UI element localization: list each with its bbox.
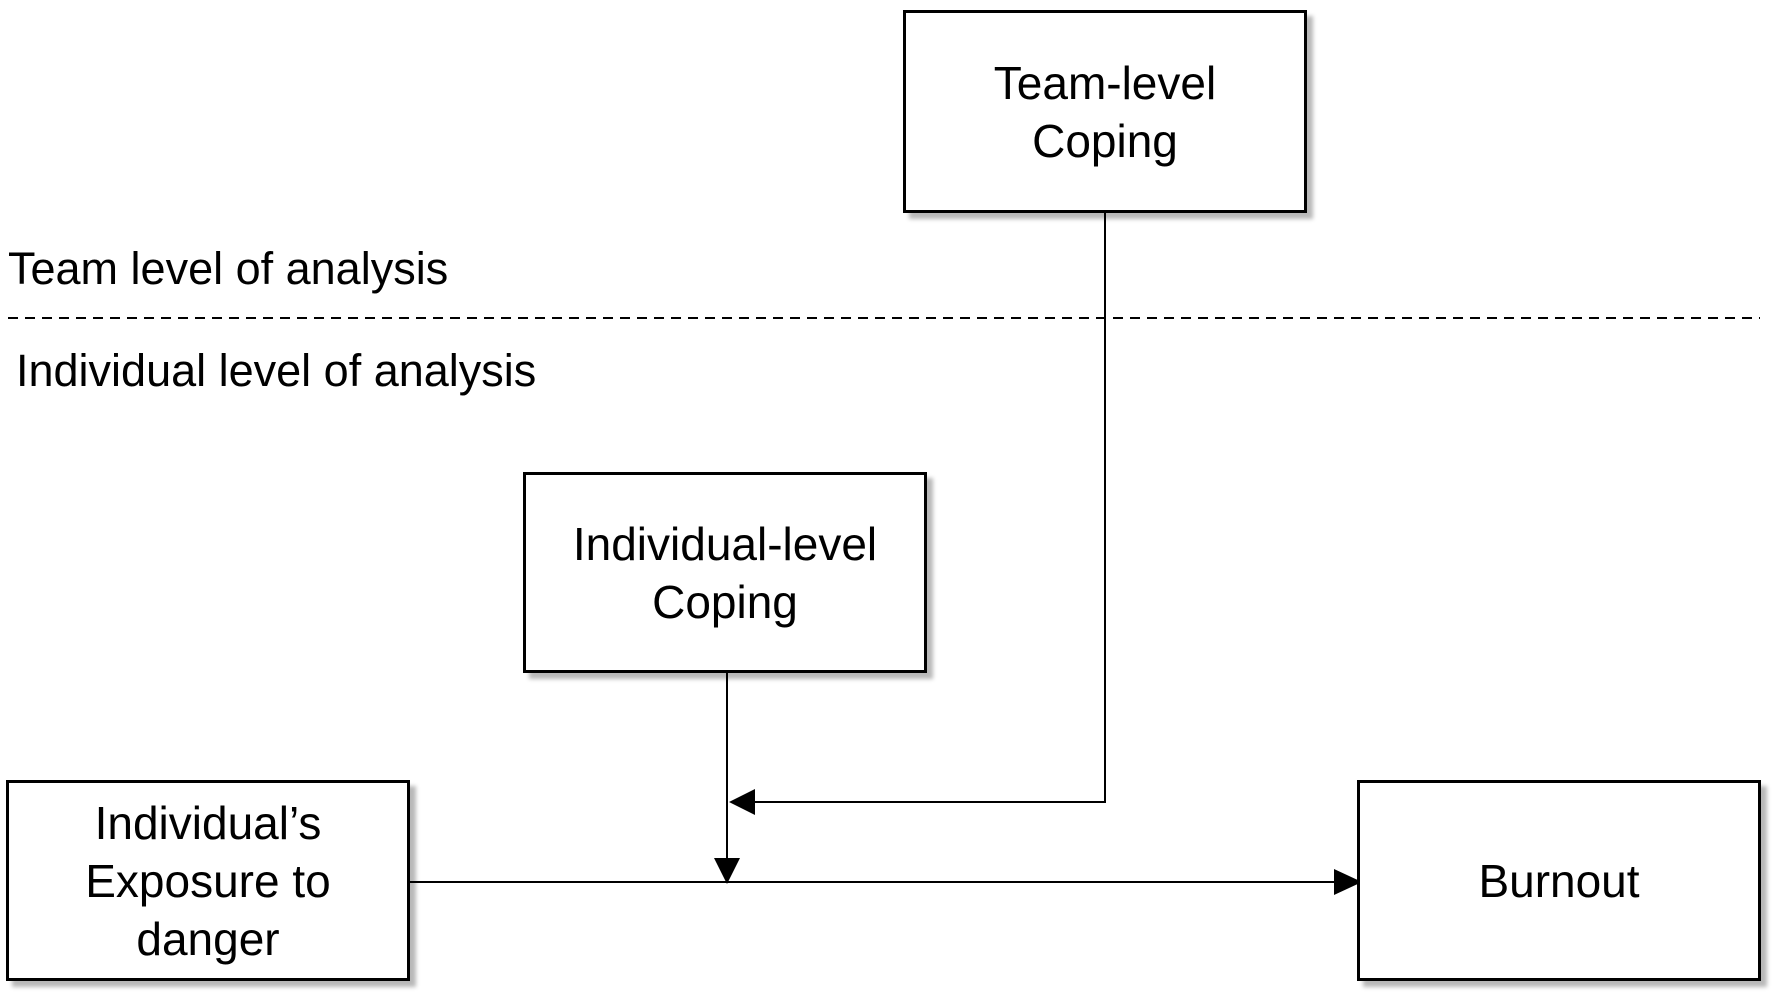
team-level-label: Team level of analysis [8, 243, 449, 294]
burnout-arrowhead [1334, 869, 1362, 895]
burnout-text: Burnout [1478, 854, 1640, 907]
exposure-to-danger-text: Individual’s Exposure to danger [85, 796, 331, 965]
individual-level-coping-text: Individual-level Coping [572, 517, 878, 628]
team-level-coping-text: Team-level Coping [993, 56, 1217, 167]
individual-level-coping-box: Individual-level Coping [523, 472, 927, 673]
exposure-to-danger-box: Individual’s Exposure to danger [6, 780, 410, 981]
individual-coping-arrowhead [714, 858, 740, 884]
burnout-box: Burnout [1357, 780, 1761, 981]
team-coping-arrowhead [729, 789, 755, 815]
team-coping-line [751, 213, 1106, 803]
team-level-coping-box: Team-level Coping [903, 10, 1307, 213]
individual-level-label: Individual level of analysis [16, 345, 537, 396]
